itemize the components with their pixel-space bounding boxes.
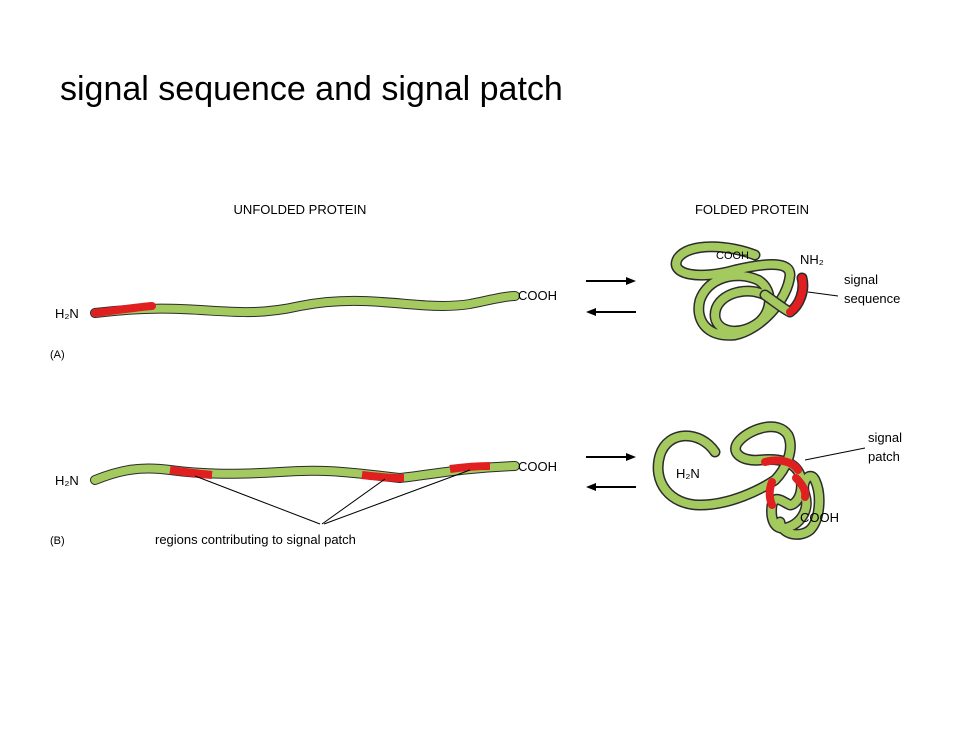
panel-a: H₂N COOH (A) COOH NH₂ signal sequence	[50, 241, 900, 361]
signal-patch-leader-line	[804, 447, 866, 461]
signal-region-3	[449, 462, 491, 473]
header-folded: FOLDED PROTEIN	[695, 202, 809, 217]
signal-region-2	[361, 471, 405, 482]
c-terminus-label-a: COOH	[518, 288, 557, 303]
regions-caption: regions contributing to signal patch	[155, 532, 356, 547]
panel-b-label: (B)	[50, 535, 65, 547]
equilibrium-arrows-b	[586, 453, 636, 491]
unfolded-chain-b	[90, 461, 520, 485]
signal-sequence-segment	[91, 302, 156, 317]
region-pointer-lines	[194, 469, 471, 525]
unfolded-chain-a	[90, 291, 520, 318]
signal-sequence-folded	[786, 274, 807, 316]
folded-protein-b	[652, 421, 825, 540]
folded-h2n-label-b: H₂N	[676, 466, 700, 481]
n-terminus-label-a: H₂N	[55, 306, 79, 321]
folded-cooh-label-b: COOH	[800, 510, 839, 525]
panel-b: H₂N COOH (B) regions contributing to sig…	[50, 421, 902, 547]
signal-sequence-leader-line	[807, 291, 839, 297]
signal-patch-label-2: patch	[868, 449, 900, 464]
c-terminus-label-b: COOH	[518, 459, 557, 474]
header-unfolded: UNFOLDED PROTEIN	[234, 202, 367, 217]
signal-patch-part-2	[765, 478, 776, 509]
signal-patch-part-1	[761, 456, 802, 474]
signal-patch-part-3	[792, 474, 810, 501]
signal-sequence-label-2: sequence	[844, 291, 900, 306]
signal-region-1	[169, 466, 213, 479]
folded-protein-a	[670, 241, 809, 341]
folded-cooh-label-a: COOH	[716, 250, 749, 262]
equilibrium-arrows-a	[586, 277, 636, 316]
page-title: signal sequence and signal patch	[60, 70, 563, 108]
signal-patch-label-1: signal	[868, 430, 902, 445]
panel-a-label: (A)	[50, 349, 65, 361]
n-terminus-label-b: H₂N	[55, 473, 79, 488]
folded-nh2-label-a: NH₂	[800, 252, 824, 267]
signal-sequence-label-1: signal	[844, 272, 878, 287]
